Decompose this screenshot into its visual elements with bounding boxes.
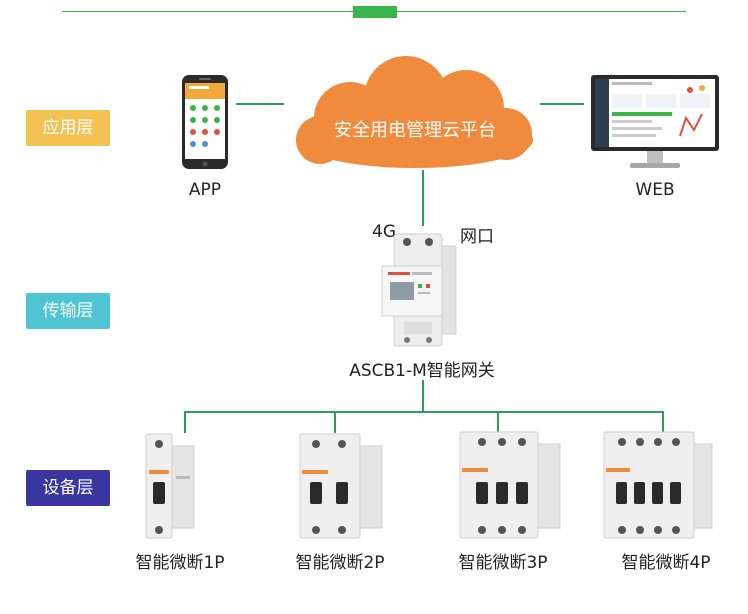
cloud-gateway-line	[422, 170, 424, 226]
top-divider-tab	[353, 6, 397, 18]
breaker-4p	[600, 430, 716, 542]
breaker-2p	[296, 432, 392, 542]
breaker-1p-label: 智能微断1P	[135, 553, 225, 573]
bus-drop-2p	[334, 411, 336, 433]
monitor-icon	[591, 75, 719, 168]
gateway-device-icon	[381, 233, 457, 347]
layer-application-label: 应用层	[26, 110, 110, 146]
cloud-icon	[296, 56, 533, 168]
cloud-platform-label: 安全用电管理云平台	[334, 120, 496, 141]
bus-drop-4p	[662, 411, 664, 433]
breaker-3p-label: 智能微断3P	[458, 553, 548, 573]
web-label: WEB	[635, 180, 675, 200]
breaker-4p-icon	[603, 431, 713, 539]
app-cloud-line	[236, 103, 284, 105]
bus-drop-3p	[497, 411, 499, 433]
app-label: APP	[188, 180, 222, 200]
bus-drop-1p	[184, 411, 186, 433]
device-bus-line	[184, 411, 664, 413]
gateway-bus-drop-line	[422, 380, 424, 412]
gateway-port-4g-label: 4G	[372, 222, 396, 242]
breaker-3p	[456, 430, 566, 542]
layer-device-label: 设备层	[26, 470, 110, 506]
breaker-4p-label: 智能微断4P	[621, 553, 711, 573]
breaker-2p-icon	[299, 433, 383, 539]
cloud-web-line	[540, 103, 584, 105]
breaker-1p	[140, 432, 236, 542]
phone-icon	[182, 75, 228, 169]
gateway-port-lan-label: 网口	[460, 227, 494, 247]
layer-transport-label: 传输层	[26, 293, 110, 329]
gateway-label: ASCB1-M智能网关	[349, 361, 495, 381]
breaker-1p-icon	[145, 433, 195, 539]
breaker-2p-label: 智能微断2P	[295, 553, 385, 573]
breaker-3p-icon	[459, 431, 561, 539]
